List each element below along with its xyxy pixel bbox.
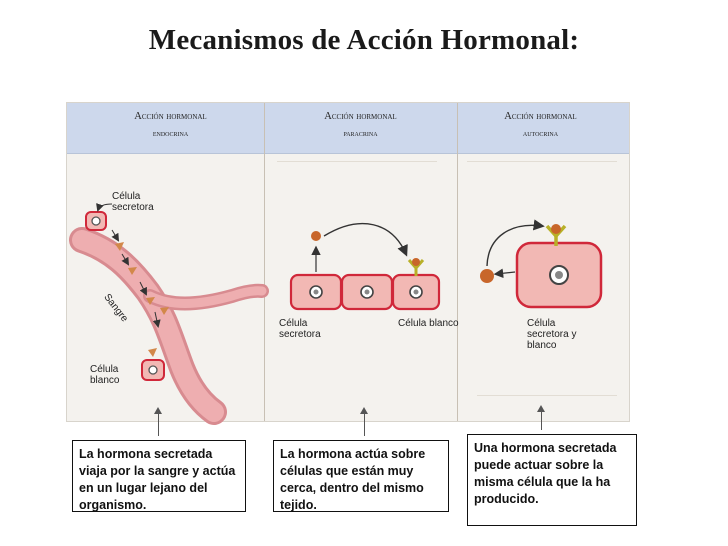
page-title: Mecanismos de Acción Hormonal:	[148, 24, 580, 56]
heading-top: Acción hormonal	[324, 111, 397, 122]
diffusion-arrow	[323, 222, 408, 257]
receptor-paracrine	[407, 258, 425, 276]
heading-autocrine: Acción hormonal autocrina	[447, 109, 634, 141]
label-secretory-paracrine: Célula secretora	[279, 318, 321, 340]
column-divider	[264, 103, 265, 421]
caption-autocrine: Una hormona secretada puede actuar sobre…	[467, 434, 637, 526]
autocrine-cell	[515, 241, 603, 309]
heading-top: Acción hormonal	[134, 111, 207, 122]
heading-paracrine: Acción hormonal paracrina	[267, 109, 454, 141]
receptor-autocrine	[545, 224, 567, 246]
pointer-arrow	[96, 203, 113, 212]
target-cell-endocrine	[141, 359, 165, 381]
column-divider	[457, 103, 458, 421]
label-autocrine-cell: Célula secretora y blanco	[527, 318, 577, 351]
heading-bottom: paracrina	[343, 128, 378, 138]
heading-bottom: autocrina	[522, 128, 559, 138]
caption-paracrine: La hormona actúa sobre células que están…	[273, 440, 449, 512]
flow-arrows	[111, 229, 161, 328]
heading-endocrine: Acción hormonal endocrina	[77, 109, 264, 141]
caption-pointer-arrow	[154, 407, 162, 436]
heading-top: Acción hormonal	[504, 111, 577, 122]
hormone-autocrine	[480, 269, 494, 283]
paracrine-cells	[289, 273, 441, 311]
secretory-cell-endocrine	[85, 211, 107, 231]
header-band	[67, 103, 629, 154]
caption-pointer-arrow	[360, 407, 368, 436]
label-secretory-endocrine: Célula secretora	[112, 191, 154, 213]
faint-text-line	[477, 395, 617, 396]
blood-vessel	[69, 227, 269, 425]
release-arrow	[493, 268, 516, 279]
hormone-in-blood	[115, 242, 169, 357]
return-arrow	[486, 219, 545, 267]
heading-bottom: endocrina	[152, 128, 189, 138]
faint-text-line	[467, 161, 617, 162]
caption-endocrine: La hormona secretada viaja por la sangre…	[72, 440, 246, 512]
label-target-paracrine: Célula blanco	[398, 318, 459, 329]
label-target-endocrine: Célula blanco	[90, 364, 120, 386]
hormone-paracrine	[311, 231, 321, 241]
faint-text-line	[277, 161, 437, 162]
caption-pointer-arrow	[537, 405, 545, 430]
